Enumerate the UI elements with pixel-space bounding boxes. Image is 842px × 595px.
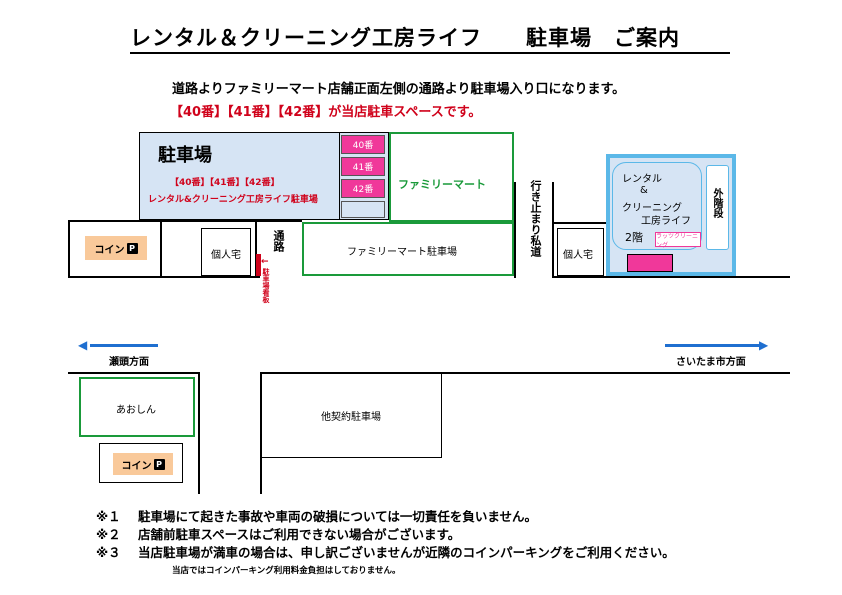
familymart-building [389, 132, 514, 222]
arrow-left-icon: ◀ [78, 338, 88, 352]
road-top-edge-left [68, 276, 260, 278]
familymart-label: ファミリーマート [398, 178, 486, 191]
note-3: ※３ 当店駐車場が満車の場合は、申し訳ございませんが近隣のコインパーキングをご利用… [96, 542, 675, 561]
road-bottom-edge-right [260, 372, 790, 374]
coin-label-lower: コイン [121, 460, 152, 472]
private-house-right-label: 個人宅 [563, 250, 593, 261]
slot-42: 42番 [341, 179, 385, 198]
shop-sign: ラッツクリーニング [655, 232, 701, 249]
dead-end-left-wall [514, 182, 516, 278]
intro-line-2: 【40番】【41番】【42番】が当店駐車スペースです。 [170, 105, 482, 120]
note-1-text: 駐車場にて起きた事故や車両の破損については一切責任を負いません。 [138, 509, 538, 524]
direction-right: さいたま市方面 [676, 357, 746, 368]
parking-p-icon-lower: P [153, 458, 165, 470]
shop-sign-label: ラッツクリーニング [656, 232, 699, 249]
arrow-left-shaft [90, 344, 158, 347]
coin-label: コイン [94, 244, 125, 256]
shop-name-line2: & [640, 185, 648, 196]
private-house-right [557, 228, 604, 276]
other-parking-label: 他契約駐車場 [321, 412, 381, 423]
parking-numbers: 【40番】【41番】【42番】 [170, 178, 280, 188]
shop-area [612, 162, 702, 250]
note-1-mark: ※１ [96, 509, 121, 524]
coin-lot-lower [99, 443, 183, 483]
slot-40: 40番 [341, 135, 385, 154]
other-parking-lot [260, 372, 442, 458]
slot-41: 41番 [341, 157, 385, 176]
direction-left: 瀬頭方面 [109, 357, 149, 368]
lower-left-street-wall [198, 372, 200, 494]
arrow-right-shaft [665, 344, 763, 347]
coin-divider [160, 220, 162, 278]
private-house-left [201, 228, 251, 276]
passage-label: 通路 [272, 230, 285, 252]
parking-sign-label: 駐車場看板 [262, 268, 270, 303]
arrow-right-icon: ▶ [759, 338, 769, 352]
lower-right-street-wall [260, 372, 262, 494]
outer-stairs [706, 165, 729, 250]
shop-name-line4: 工房ライフ [641, 216, 691, 227]
parking-sign-marker [256, 254, 261, 276]
shop-floor: 2階 [625, 231, 643, 244]
upper-boundary-line [68, 220, 302, 222]
private-house-left-label: 個人宅 [211, 250, 241, 261]
shop-name-line1: レンタル [622, 174, 662, 185]
note-3-text: 当店駐車場が満車の場合は、申し訳ございませんが近隣のコインパーキングをご利用くだ… [138, 545, 675, 560]
right-lot-top-line [552, 222, 607, 224]
familymart-parking [302, 222, 514, 276]
intro-line-1: 道路よりファミリーマート店舗正面左側の通路より駐車場入り口になります。 [172, 82, 626, 97]
parking-p-icon: P [126, 242, 138, 254]
road-bottom-edge-left [68, 372, 200, 374]
shop-entrance [627, 254, 673, 272]
parking-heading: 駐車場 [158, 145, 212, 166]
note-2-mark: ※２ [96, 527, 121, 542]
familymart-parking-label: ファミリーマート駐車場 [347, 247, 457, 258]
title-sub: 駐車場 ご案内 [526, 26, 680, 50]
title-main: レンタル＆クリーニング工房ライフ [130, 26, 482, 50]
dead-end-label: 行き止まり私道 [529, 180, 542, 257]
parking-shop-label: レンタル&クリーニング工房ライフ駐車場 [148, 195, 318, 205]
passage-left-wall [255, 220, 257, 278]
aoshin-label: あおしん [116, 405, 156, 416]
aoshin-building [79, 377, 195, 437]
footnote: 当店ではコインパーキング利用料金負担はしておりません。 [172, 566, 401, 576]
note-1: ※１ 駐車場にて起きた事故や車両の破損については一切責任を負いません。 [96, 506, 537, 525]
dead-end-right-wall [552, 182, 554, 278]
parking-slot-column [339, 132, 389, 220]
page-title: レンタル＆クリーニング工房ライフ 駐車場 ご案内 [130, 22, 730, 54]
upper-left-wall [68, 220, 70, 278]
note-3-mark: ※３ [96, 545, 121, 560]
sign-arrow-icon: ← [261, 257, 269, 267]
shop-name-line3: クリーニング [622, 203, 682, 214]
note-2: ※２ 店舗前駐車スペースはご利用できない場合がございます。 [96, 524, 460, 543]
note-2-text: 店舗前駐車スペースはご利用できない場合がございます。 [138, 527, 461, 542]
outer-stairs-label: 外階段 [711, 188, 722, 218]
slot-empty [341, 201, 385, 218]
road-top-edge-right [552, 276, 790, 278]
